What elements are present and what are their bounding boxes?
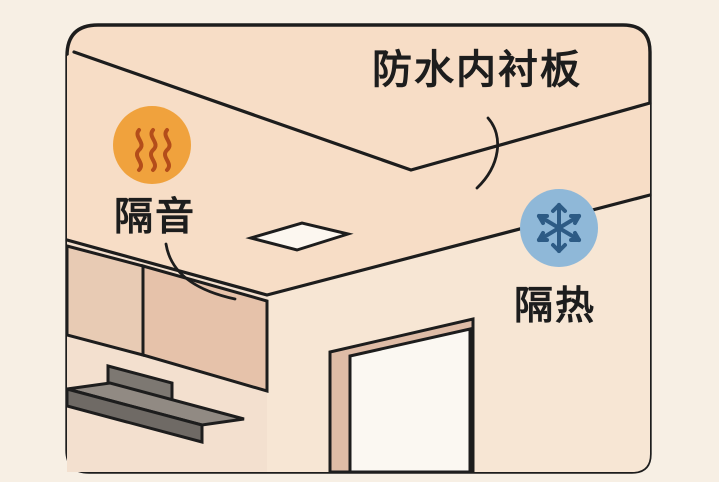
- cabinet-right: [141, 264, 269, 393]
- sound-callout-line: [164, 242, 237, 301]
- label-sound-insulation: 隔音: [114, 195, 197, 240]
- ceiling-panel: [67, 52, 650, 295]
- snowflake-icon: [537, 203, 581, 253]
- label-heat-insulation: 隔热: [514, 284, 597, 329]
- range-hood-front: [65, 387, 204, 444]
- cabinet-left: [65, 244, 145, 357]
- ceiling-ridge-line: [72, 50, 652, 172]
- ceiling-light: [245, 221, 354, 252]
- door-opening: [348, 327, 472, 474]
- label-waterproof-lining: 防水内衬板: [372, 47, 582, 93]
- heat-waves-icon: [135, 128, 172, 172]
- lining-callout-line: [475, 116, 500, 190]
- sound-badge: [113, 106, 191, 184]
